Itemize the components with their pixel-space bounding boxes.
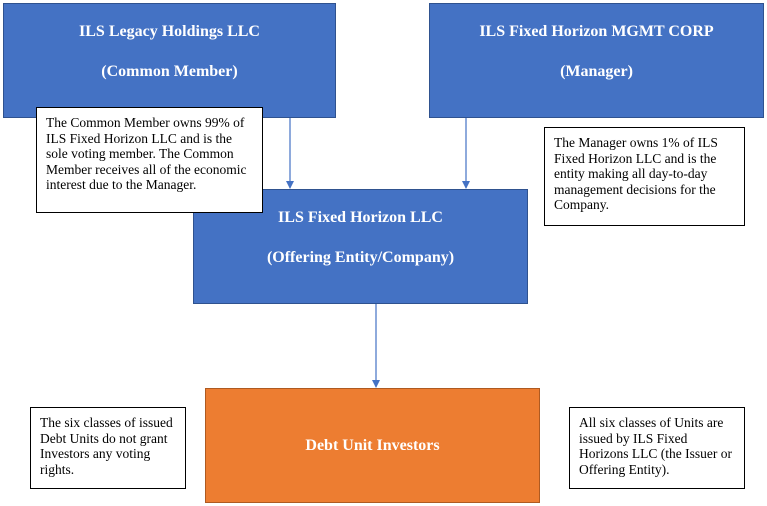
- manager-name: ILS Fixed Horizon MGMT CORP: [479, 23, 714, 40]
- company-role: (Offering Entity/Company): [266, 249, 455, 266]
- manager-role: (Manager): [560, 63, 633, 80]
- investors-box: Debt Unit Investors: [205, 388, 540, 503]
- manager-note: The Manager owns 1% of ILS Fixed Horizon…: [544, 127, 745, 226]
- common-member-box: ILS Legacy Holdings LLC (Common Member): [3, 3, 336, 118]
- common-member-role: (Common Member): [101, 63, 238, 80]
- common-member-note: The Common Member owns 99% of ILS Fixed …: [36, 107, 263, 213]
- voting-rights-note: The six classes of issued Debt Units do …: [30, 407, 186, 489]
- manager-box: ILS Fixed Horizon MGMT CORP (Manager): [429, 3, 764, 118]
- common-member-name: ILS Legacy Holdings LLC: [79, 23, 260, 40]
- issuer-note: All six classes of Units are issued by I…: [569, 407, 745, 489]
- investors-name: Debt Unit Investors: [305, 436, 440, 454]
- company-name: ILS Fixed Horizon LLC: [278, 209, 443, 226]
